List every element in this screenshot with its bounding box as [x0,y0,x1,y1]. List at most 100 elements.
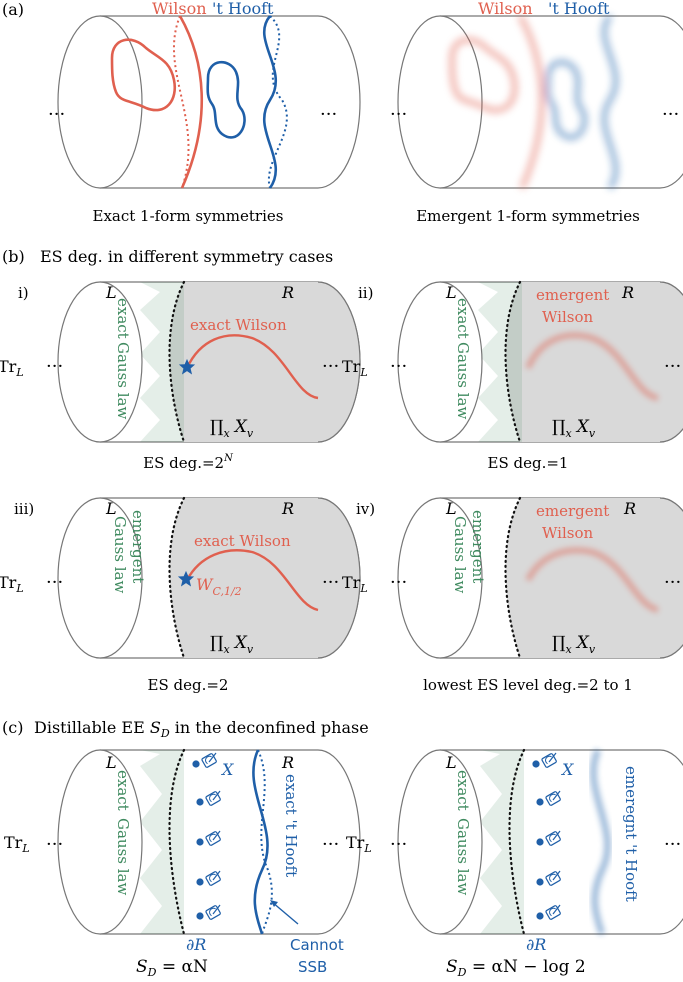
ellipsis-left: ··· [46,572,63,593]
wilson-label-a-right: Wilson [478,0,533,18]
sd-formula: SD = αN [136,957,208,979]
thooft-line-back [257,749,273,935]
emergent-wilson-line [517,14,545,190]
thooft-label-a-left: 't Hooft [212,0,274,18]
W-label: WC,1/2 [196,575,242,598]
panel-c-tag: (c) [2,718,23,737]
L-label: L [105,499,117,518]
thooft-line-front [263,15,277,189]
ellipsis-left: ··· [46,356,63,377]
es-deg-caption: lowest ES level deg.=2 to 1 [423,676,633,694]
trace-label: TrL [342,357,368,379]
gauss-law-label: exactGauss law [114,770,132,895]
case-iv [397,496,683,660]
caption-a-right: Emergent 1-form symmetries [416,207,640,225]
X-label: X [560,760,574,779]
panel-b-title: ES deg. in different symmetry cases [40,247,333,266]
boundary-label: ∂R [526,935,546,954]
thooft-label: exact 't Hooft [282,774,300,877]
thooft-loop [206,60,246,139]
ellipsis-left: ··· [48,104,65,125]
R-label: R [281,499,294,518]
exact-wilson-label: exact Wilson [190,316,287,334]
emergent-thooft-loop [545,59,587,140]
panel-a-left-cylinder: ··· ··· [48,15,361,189]
trace-label: TrL [346,833,372,855]
case-ii-label: ii) [358,284,373,302]
L-label: L [105,753,117,772]
caption-a-left: Exact 1-form symmetries [93,207,284,225]
emergent-wilson-line [525,547,659,613]
panel-c-title: Distillable EE SD in the deconfined phas… [34,718,369,740]
case-i-label: i) [18,284,29,302]
emergent-wilson-line [525,332,659,401]
ellipsis-right: ··· [664,834,681,855]
R-label: R [281,283,294,302]
exact-wilson-label: exact Wilson [194,532,291,550]
ellipsis-left: ··· [390,572,407,593]
R-label: R [281,753,294,772]
wilson-line-front [178,15,203,189]
gauss-law-label: exactGauss law [454,298,472,419]
boundary-qubits [532,752,562,921]
ellipsis-right: ··· [664,356,681,377]
ellipsis-right: ··· [322,356,339,377]
L-label: L [445,753,457,772]
emergent-label: emergent [469,510,487,583]
es-deg-caption: ES deg.=2 [148,676,229,694]
thooft-label: emeregnt 't Hooft [622,766,640,902]
ellipsis-left: ··· [390,104,407,125]
panel-c-left-cylinder [57,748,361,936]
L-label: L [445,499,457,518]
thooft-line-front [252,749,269,935]
panel-a-tag: (a) [2,0,24,19]
wilson-loop [110,38,177,112]
panel-b-tag: (b) [2,247,25,266]
emergent-wilson-loop [449,37,518,113]
es-deg-caption: ES deg.=2N [143,453,234,472]
thooft-line-back [267,15,288,189]
es-deg-caption: ES deg.=1 [488,454,569,472]
emergent-label: emergent [129,510,147,583]
case-ii [397,280,683,444]
panel-c-right-cylinder [397,748,683,936]
boundary-qubits [192,752,222,921]
panel-a-right-cylinder: ··· ··· [390,14,683,190]
L-label: L [105,283,117,302]
R-label: R [621,283,634,302]
wilson-line [185,549,319,612]
gauss-law-label: exactGauss law [454,770,472,895]
boundary-label: ∂R [186,935,206,954]
wilson-line-back [172,15,190,189]
wilson-line [185,334,319,400]
wilson-label-a-left: Wilson [152,0,207,18]
ellipsis-left: ··· [390,356,407,377]
thooft-label-a-right: 't Hooft [548,0,610,18]
case-iii-label: iii) [14,500,34,518]
ellipsis-right: ··· [664,572,681,593]
R-label: R [623,499,636,518]
emergent-thooft-line [590,748,611,935]
gauss-law-label: exactGauss law [114,298,132,419]
trace-label: TrL [0,573,24,595]
case-iv-label: iv) [356,500,375,518]
X-label: X [220,760,234,779]
emergent-thooft-line [601,14,619,190]
ellipsis-right: ··· [322,834,339,855]
trace-label: TrL [342,573,368,595]
case-i [57,280,361,444]
ellipsis-left: ··· [46,834,63,855]
sd-formula: SD = αN − log 2 [446,957,586,979]
pointer-arrow [271,901,299,925]
gauss-law-text: Gauss law [111,516,129,593]
ellipsis-right: ··· [320,104,337,125]
trace-label: TrL [0,357,24,379]
